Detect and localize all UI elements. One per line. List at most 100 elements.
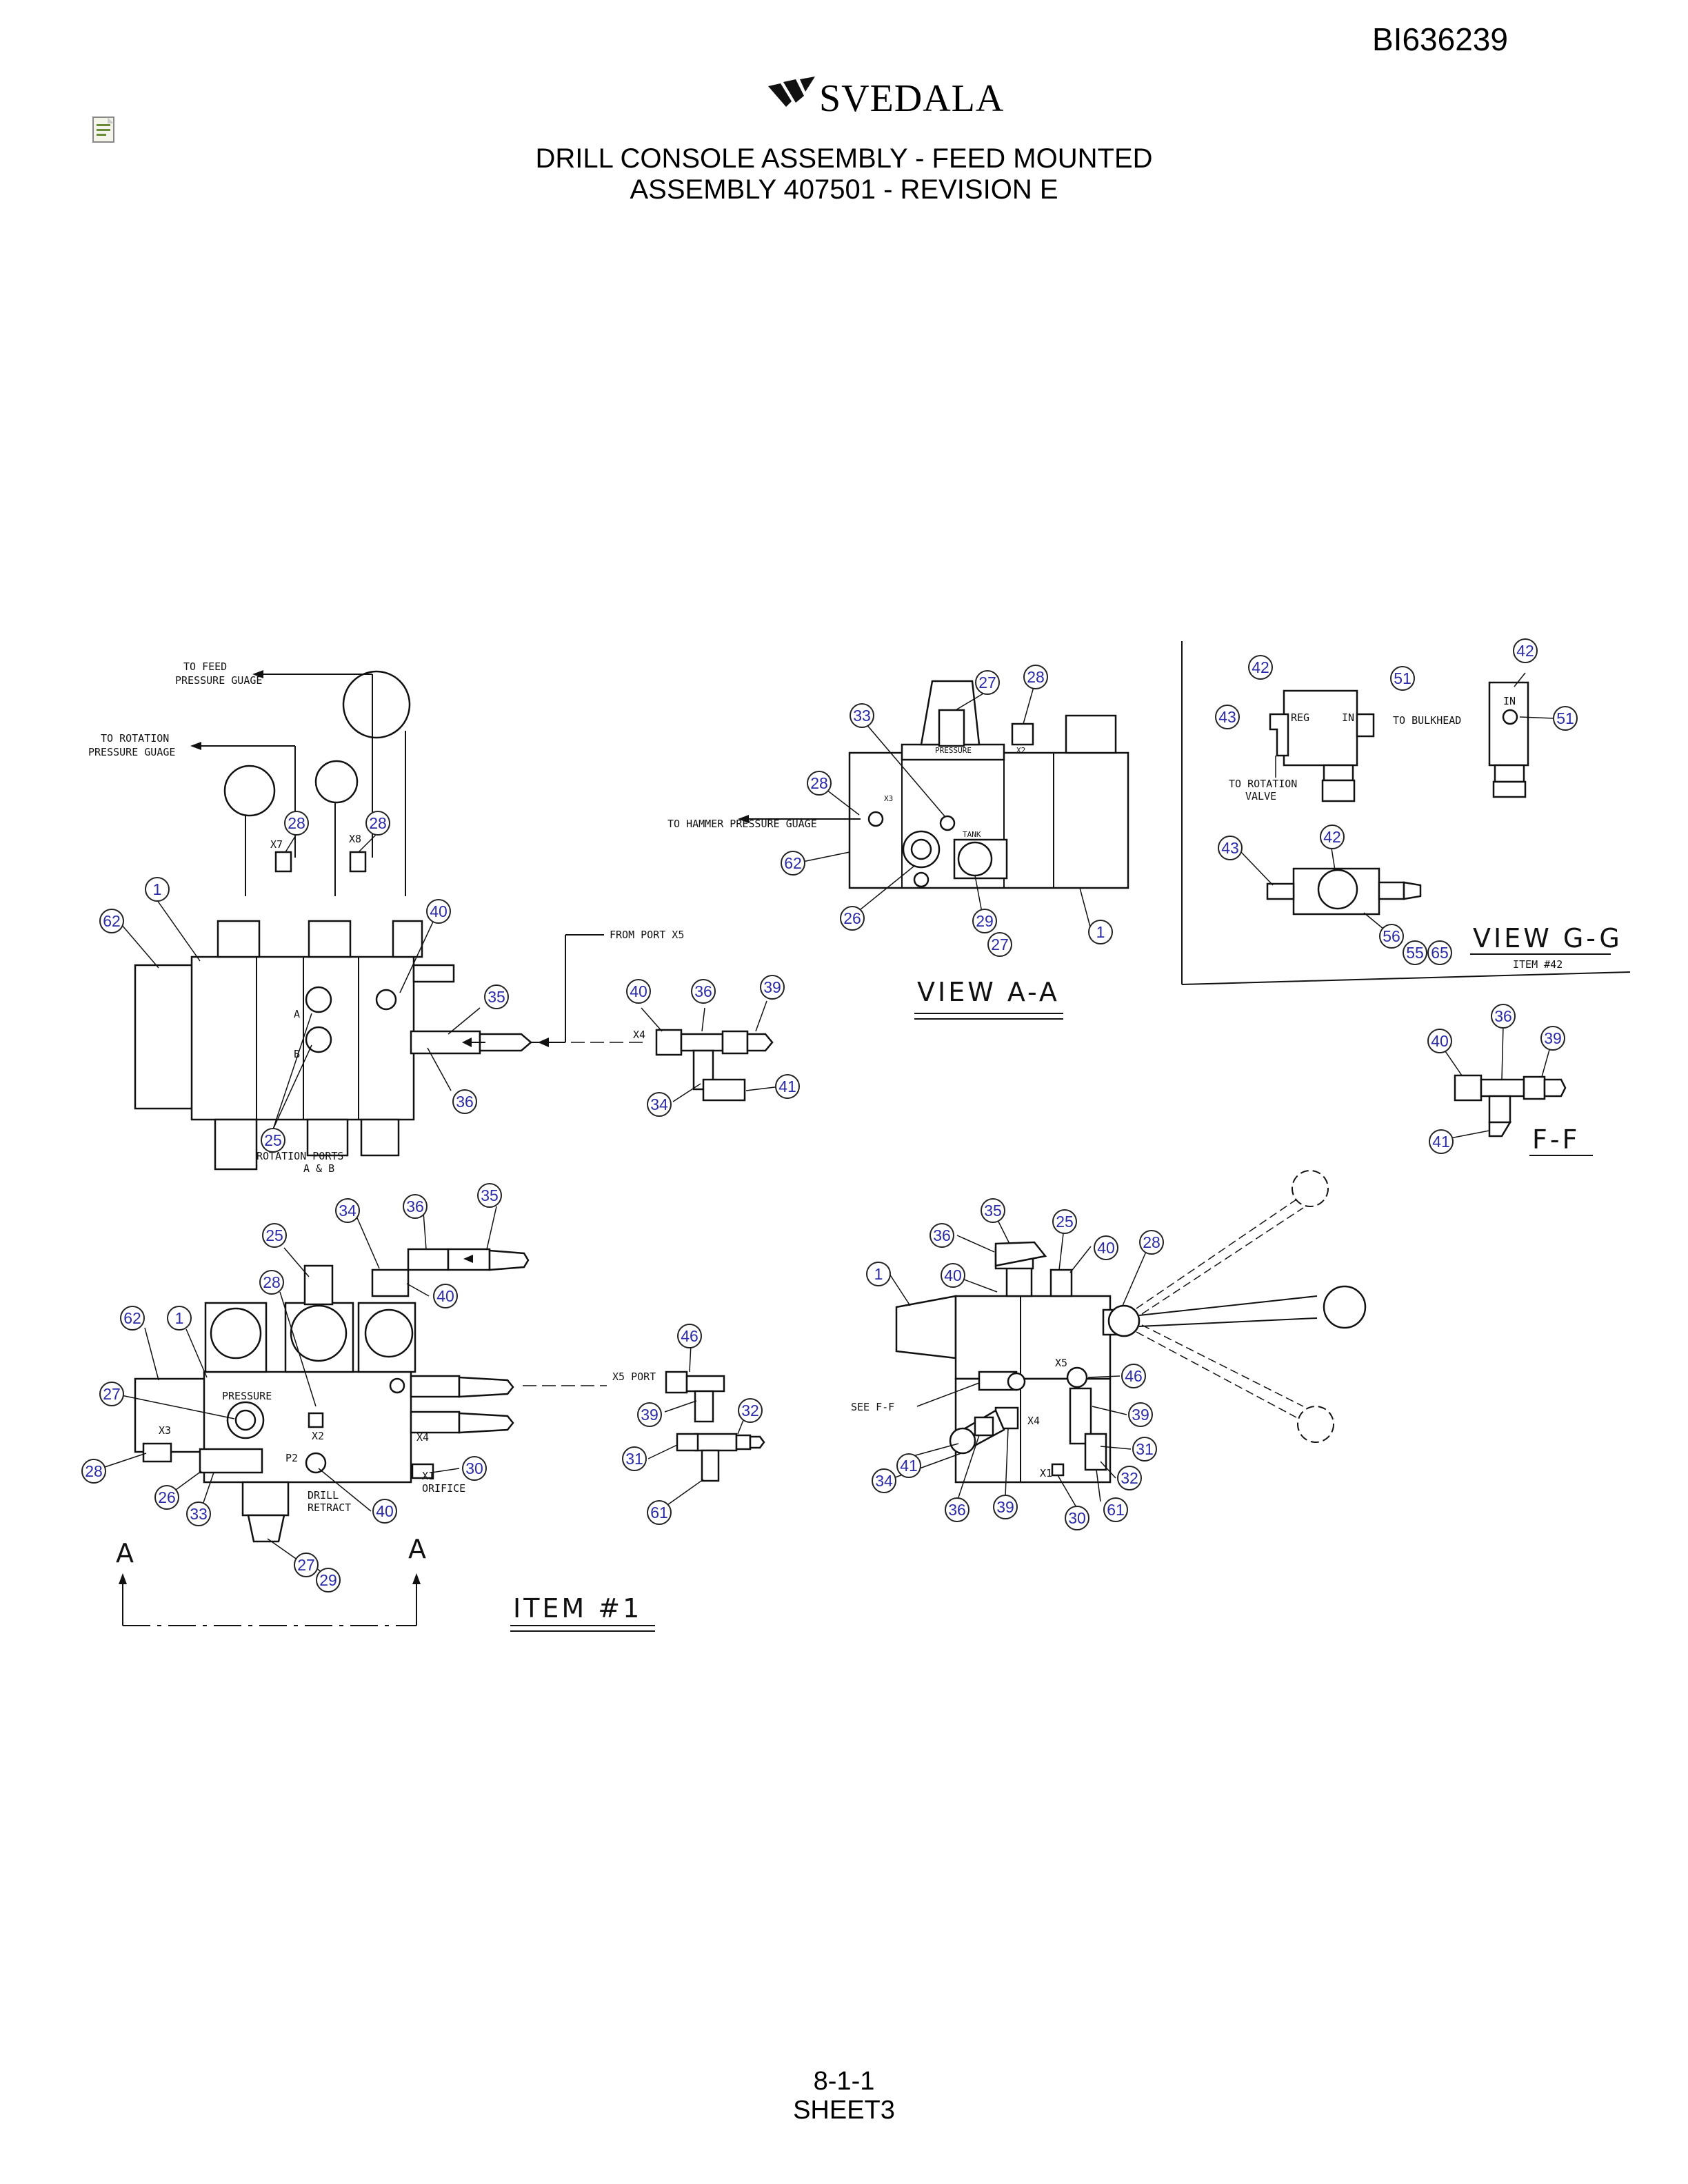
callout-41: 41 xyxy=(775,1074,800,1099)
in-label-right: IN xyxy=(1503,695,1516,707)
callout-34: 34 xyxy=(872,1468,896,1493)
svg-text:61: 61 xyxy=(1107,1501,1125,1519)
callout-42: 42 xyxy=(1248,655,1273,680)
callout-26: 26 xyxy=(840,906,865,931)
item-1-view: PRESSURE X3 X2 P2 X4 X1 ORIFICE DRILL RE… xyxy=(92,1206,655,1632)
callout-1: 1 xyxy=(1088,920,1113,944)
svg-text:42: 42 xyxy=(1252,658,1269,676)
callout-46: 46 xyxy=(1121,1364,1146,1388)
svg-text:41: 41 xyxy=(1432,1133,1450,1151)
callout-30: 30 xyxy=(462,1456,487,1481)
view-a-a-title: VIEW A-A xyxy=(917,977,1060,1007)
orifice-label: ORIFICE xyxy=(422,1482,465,1495)
view-f-f-title: F-F xyxy=(1532,1124,1580,1155)
svg-text:25: 25 xyxy=(1056,1213,1074,1231)
callout-36: 36 xyxy=(930,1223,954,1248)
callout-40: 40 xyxy=(626,979,651,1004)
callout-36: 36 xyxy=(945,1497,969,1522)
svg-text:46: 46 xyxy=(1125,1367,1143,1385)
callout-28: 28 xyxy=(807,771,832,796)
port-x5-label: X5 xyxy=(1055,1357,1067,1369)
item-42-label: ITEM #42 xyxy=(1513,958,1563,971)
callout-27: 27 xyxy=(99,1382,124,1406)
svg-text:46: 46 xyxy=(681,1327,699,1345)
section-a-right-label: A xyxy=(408,1534,429,1564)
svg-text:30: 30 xyxy=(1068,1509,1086,1527)
svg-text:28: 28 xyxy=(369,814,387,832)
port-x3-label: X3 xyxy=(884,794,893,803)
callout-56: 56 xyxy=(1379,924,1404,949)
svg-text:40: 40 xyxy=(436,1287,454,1305)
callout-32: 32 xyxy=(1117,1466,1142,1490)
port-x4-iso-label: X4 xyxy=(1027,1415,1040,1427)
svg-text:25: 25 xyxy=(265,1226,283,1244)
callout-28: 28 xyxy=(81,1459,106,1484)
sheet-number: SHEET3 xyxy=(793,2096,895,2125)
callout-40: 40 xyxy=(426,899,451,924)
svg-text:41: 41 xyxy=(900,1457,918,1475)
svg-text:40: 40 xyxy=(630,982,647,1000)
svg-text:27: 27 xyxy=(991,936,1009,953)
svg-text:39: 39 xyxy=(1132,1406,1149,1424)
in-label-left: IN xyxy=(1342,711,1354,724)
svedala-mark-icon xyxy=(768,77,815,107)
svg-text:61: 61 xyxy=(650,1504,668,1521)
rotation-ports-ab-label: A & B xyxy=(303,1162,334,1175)
callout-35: 35 xyxy=(477,1183,502,1208)
callout-31: 31 xyxy=(1132,1437,1157,1462)
svg-text:33: 33 xyxy=(190,1505,208,1523)
callout-28: 28 xyxy=(365,811,390,836)
callout-27: 27 xyxy=(294,1553,319,1577)
svg-text:25: 25 xyxy=(264,1131,282,1149)
callout-39: 39 xyxy=(1128,1402,1153,1427)
view-a-a: PRESSURE X2 X3 TANK TO HAMMER PRESSURE G… xyxy=(667,679,1129,1020)
port-x1-iso-label: X1 xyxy=(1040,1467,1052,1479)
document-icon[interactable] xyxy=(91,116,119,145)
view-g-g-title: VIEW G-G xyxy=(1473,923,1622,953)
callout-31: 31 xyxy=(622,1446,647,1471)
to-rotation-gauge-label: PRESSURE GUAGE xyxy=(88,746,175,758)
svg-text:31: 31 xyxy=(1136,1440,1154,1458)
callout-1: 1 xyxy=(167,1306,192,1331)
callout-40: 40 xyxy=(1094,1235,1118,1260)
svg-text:28: 28 xyxy=(288,814,305,832)
section-a-left-label: A xyxy=(116,1538,137,1568)
callout-41: 41 xyxy=(1429,1129,1454,1154)
callout-42: 42 xyxy=(1513,638,1538,663)
svg-text:29: 29 xyxy=(319,1571,337,1589)
callout-1: 1 xyxy=(145,877,170,902)
to-feed-gauge-label: PRESSURE GUAGE xyxy=(175,674,262,687)
callout-43: 43 xyxy=(1215,705,1240,729)
callout-33: 33 xyxy=(186,1502,211,1526)
callout-42: 42 xyxy=(1320,825,1345,849)
svg-text:40: 40 xyxy=(944,1266,962,1284)
svg-text:34: 34 xyxy=(339,1202,356,1220)
x5-port-tee-assembly: X5 PORT xyxy=(612,1344,765,1510)
callout-41: 41 xyxy=(896,1453,921,1478)
svg-text:30: 30 xyxy=(465,1459,483,1477)
callout-40: 40 xyxy=(941,1263,965,1288)
svg-text:1: 1 xyxy=(153,880,162,898)
to-hammer-label: TO HAMMER PRESSURE GUAGE xyxy=(667,818,817,830)
view-g-g-panel: REG IN TO BULKHEAD TO ROTATION VALVE IN … xyxy=(1181,641,1631,985)
x4-tee-assembly: X4 xyxy=(633,1000,781,1102)
svg-text:40: 40 xyxy=(1431,1032,1449,1050)
svg-text:40: 40 xyxy=(1097,1239,1115,1257)
valve-label: VALVE xyxy=(1245,790,1276,802)
callout-40: 40 xyxy=(372,1499,397,1524)
callouts: 1 62 28 28 40 35 36 25 40 36 39 41 34 27… xyxy=(81,638,1578,1593)
svg-text:65: 65 xyxy=(1431,944,1449,962)
reg-label: REG xyxy=(1291,711,1309,724)
callout-36: 36 xyxy=(1491,1004,1516,1029)
svg-text:26: 26 xyxy=(843,909,861,927)
callout-46: 46 xyxy=(677,1324,702,1348)
svg-text:39: 39 xyxy=(1544,1029,1562,1047)
svg-text:62: 62 xyxy=(103,912,121,930)
callout-39: 39 xyxy=(1540,1026,1565,1051)
callout-35: 35 xyxy=(484,984,509,1009)
svg-text:32: 32 xyxy=(741,1402,759,1419)
brand-name: SVEDALA xyxy=(819,77,1005,120)
port-p2-label: P2 xyxy=(285,1452,298,1464)
callout-51: 51 xyxy=(1390,666,1415,691)
